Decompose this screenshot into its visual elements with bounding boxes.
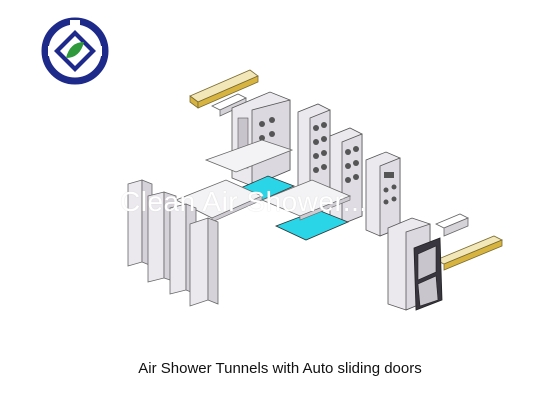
top-rail-right	[435, 235, 503, 271]
air-shower-exploded-diagram	[127, 69, 503, 311]
side-wall-panels	[127, 179, 219, 307]
image-caption: Air Shower Tunnels with Auto sliding doo…	[138, 360, 422, 377]
ceiling-plate	[204, 139, 294, 173]
nozzle-panel-1	[297, 103, 331, 205]
top-rail-left	[189, 69, 259, 109]
left-back-panel	[231, 91, 291, 187]
control-panel	[365, 151, 401, 237]
sliding-door	[413, 237, 443, 311]
nozzle-panel-2	[329, 127, 363, 225]
company-logo-icon	[41, 17, 109, 85]
